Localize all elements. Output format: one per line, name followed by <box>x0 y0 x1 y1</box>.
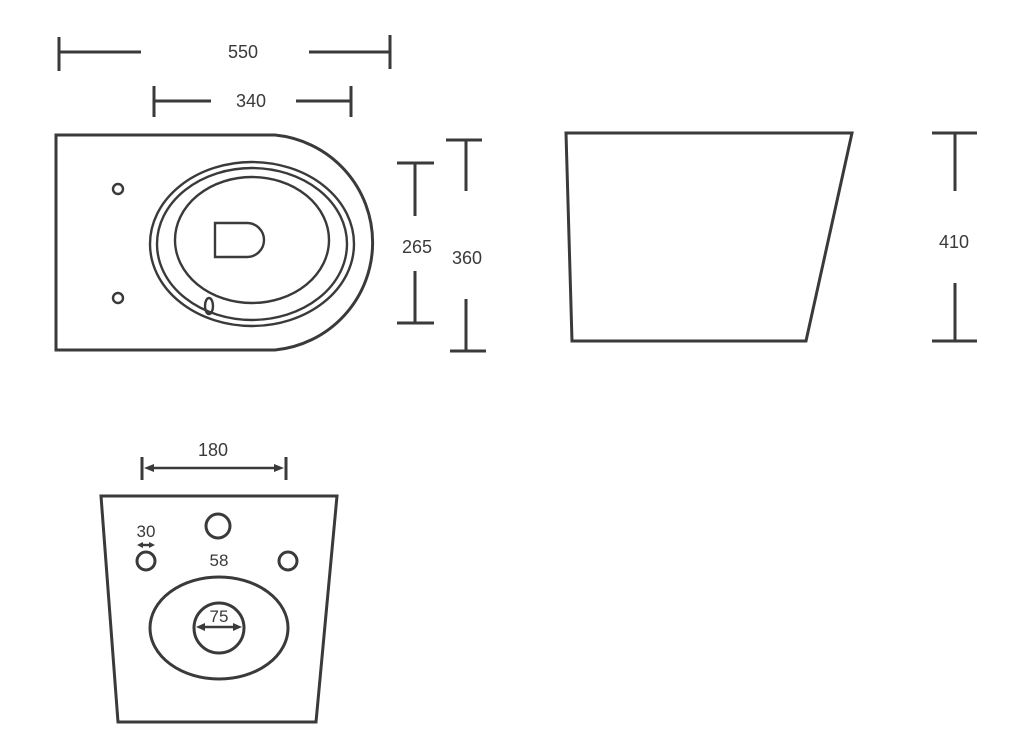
label-180: 180 <box>198 440 228 460</box>
arrow-right-icon <box>274 464 284 472</box>
label-360: 360 <box>452 248 482 268</box>
bolt-hole-left <box>135 550 157 572</box>
label-58: 58 <box>210 551 229 570</box>
dimension-overall-width: 360 <box>446 138 486 353</box>
label-410: 410 <box>939 232 969 252</box>
arrow-left-small-icon <box>137 542 143 548</box>
label-340: 340 <box>236 91 266 111</box>
label-75: 75 <box>210 607 229 626</box>
dimension-height: 410 <box>932 131 977 343</box>
label-30: 30 <box>137 522 156 541</box>
dimension-overall-length: 550 <box>57 35 392 71</box>
dimension-bowl-length: 340 <box>152 86 353 117</box>
outlet-surround <box>148 575 290 681</box>
bowl-inner <box>173 175 331 305</box>
water-inlet-hole <box>204 512 232 540</box>
bolt-hole-right <box>277 550 299 572</box>
top-view-outline <box>54 133 375 352</box>
rim-inner <box>155 166 349 322</box>
mounting-hole-top <box>111 182 125 196</box>
rim-outer <box>148 160 356 328</box>
arrow-right-outlet-icon <box>233 623 242 631</box>
mounting-hole-bottom <box>111 291 125 305</box>
rear-view-outline <box>99 494 339 724</box>
outlet-hole <box>192 601 246 655</box>
arrow-left-icon <box>144 464 154 472</box>
arrow-right-small-icon <box>149 542 155 548</box>
trap-opening <box>213 221 266 259</box>
dimension-bolt-spacing: 180 <box>140 440 288 480</box>
arrow-left-outlet-icon <box>196 623 205 631</box>
label-550: 550 <box>228 42 258 62</box>
side-view: 410 <box>564 131 977 343</box>
rear-view: 180 30 58 75 <box>99 440 339 724</box>
top-view: 550 340 265 <box>54 35 486 353</box>
label-265: 265 <box>402 237 432 257</box>
flush-hole <box>203 296 215 316</box>
side-view-outline <box>564 131 854 343</box>
dimension-bowl-width: 265 <box>397 161 434 325</box>
